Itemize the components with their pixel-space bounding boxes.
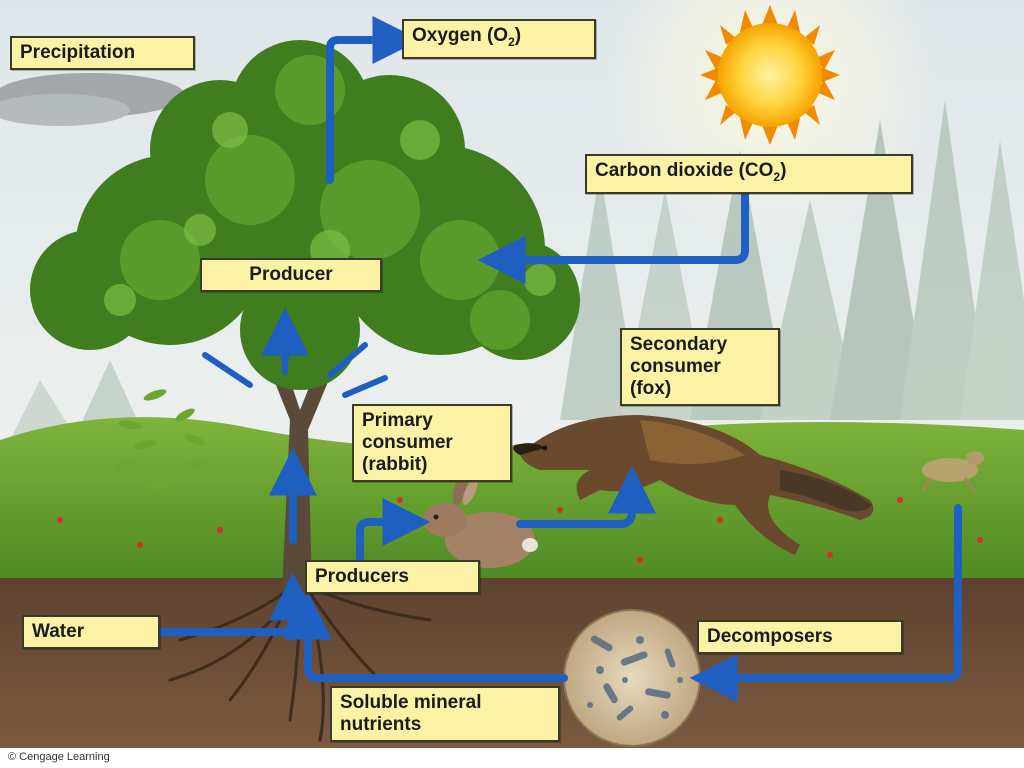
sun-icon — [700, 5, 840, 145]
label-precipitation: Precipitation — [10, 36, 195, 70]
soluble-line2: nutrients — [340, 714, 422, 735]
label-producers: Producers — [305, 560, 480, 594]
deer-icon — [920, 451, 984, 493]
carbon-dioxide-text-end: ) — [780, 160, 787, 181]
label-water: Water — [22, 615, 160, 649]
secondary-consumer-line2: consumer — [630, 356, 721, 377]
label-producer: Producer — [200, 258, 382, 292]
label-oxygen: Oxygen (O2) — [402, 19, 596, 59]
precipitation-text: Precipitation — [20, 42, 136, 63]
decomposers-text: Decomposers — [707, 626, 833, 647]
producer-text: Producer — [249, 264, 333, 285]
flow-arrows — [156, 16, 962, 702]
water-text: Water — [32, 621, 85, 642]
soluble-line1: Soluble mineral — [340, 692, 482, 713]
carbon-dioxide-subscript: 2 — [773, 169, 781, 184]
decomposer-microbe-icon — [563, 609, 701, 747]
oxygen-text: Oxygen (O — [412, 25, 509, 46]
label-secondary-consumer: Secondary consumer (fox) — [620, 328, 780, 406]
secondary-consumer-line3: (fox) — [630, 378, 672, 399]
carbon-dioxide-text: Carbon dioxide (CO — [595, 160, 774, 181]
primary-consumer-line1: Primary — [362, 410, 433, 431]
rabbit-icon — [423, 474, 538, 568]
secondary-consumer-line1: Secondary — [630, 334, 728, 355]
primary-consumer-line2: consumer — [362, 432, 453, 453]
label-soluble-mineral-nutrients: Soluble mineral nutrients — [330, 686, 560, 742]
fox-icon — [513, 415, 874, 555]
producers-text: Producers — [315, 566, 409, 587]
copyright-credit: © Cengage Learning — [8, 751, 110, 763]
falling-leaves-icon — [114, 389, 212, 490]
oxygen-text-end: ) — [514, 25, 522, 46]
primary-consumer-line3: (rabbit) — [362, 454, 428, 475]
label-primary-consumer: Primary consumer (rabbit) — [352, 404, 512, 482]
label-carbon-dioxide: Carbon dioxide (CO2) — [585, 154, 913, 194]
canopy-branch-arrows — [202, 327, 388, 398]
oxygen-subscript: 2 — [508, 34, 515, 49]
label-decomposers: Decomposers — [697, 620, 903, 654]
